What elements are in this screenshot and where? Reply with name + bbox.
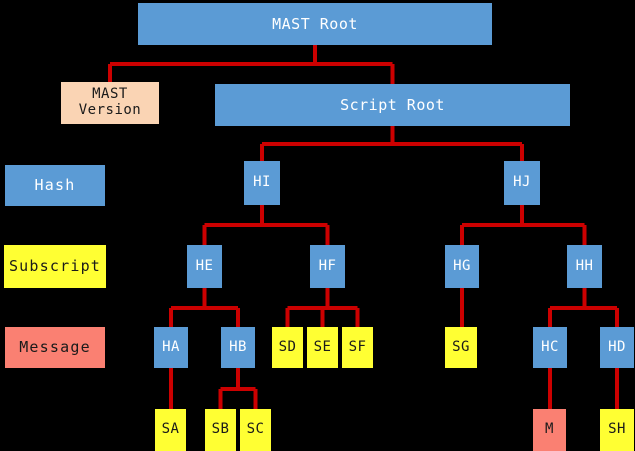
legend-item-subscript[interactable]: Subscript [4,245,106,288]
node-m[interactable]: M [533,409,566,451]
node-sb[interactable]: SB [205,409,236,451]
node-hd[interactable]: HD [600,327,634,368]
node-sh[interactable]: SH [600,409,634,451]
node-hb[interactable]: HB [221,327,255,368]
node-ha[interactable]: HA [154,327,188,368]
node-hg[interactable]: HG [445,245,479,288]
node-sf[interactable]: SF [342,327,373,368]
node-hf[interactable]: HF [310,245,345,288]
node-sd[interactable]: SD [272,327,303,368]
node-hj[interactable]: HJ [504,161,540,205]
legend-item-message[interactable]: Message [5,327,105,368]
node-sa[interactable]: SA [155,409,186,451]
node-sc[interactable]: SC [240,409,271,451]
legend-item-hash[interactable]: Hash [5,165,105,206]
node-hc[interactable]: HC [533,327,567,368]
node-script-root[interactable]: Script Root [215,84,570,126]
node-hi[interactable]: HI [244,161,280,205]
node-hh[interactable]: HH [567,245,602,288]
node-mast-version[interactable]: MAST Version [61,82,159,124]
node-sg[interactable]: SG [445,327,477,368]
node-mast-root[interactable]: MAST Root [138,3,492,45]
node-se[interactable]: SE [307,327,338,368]
node-he[interactable]: HE [187,245,222,288]
